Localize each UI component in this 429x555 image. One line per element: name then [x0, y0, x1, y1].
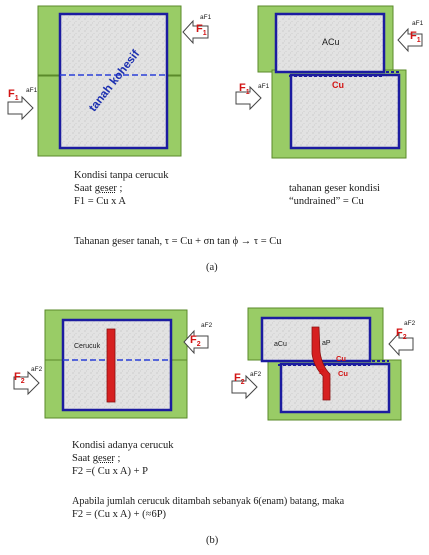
fig-b-left-arrow-left — [13, 370, 40, 396]
fig-b-caption-line1: Kondisi adanya cerucuk — [72, 440, 174, 451]
fig-b-label: (b) — [206, 535, 219, 546]
fig-a-right-acu: ACu — [322, 37, 340, 47]
fig-a-label: (a) — [206, 262, 218, 273]
fig-b-right-ap: aP — [322, 340, 331, 347]
fig-b-left-box — [44, 309, 188, 419]
fig-b-right-box — [247, 307, 402, 421]
fig-b-right-arrow-right — [388, 331, 414, 357]
fig-a-right-arrow-top — [397, 27, 423, 53]
fig-a-formula: F1 = Cu x A — [74, 196, 127, 207]
fig-b-left-right-force: F2 — [190, 334, 201, 349]
fig-b-formula: F2 =( Cu x A) + P — [72, 466, 149, 477]
fig-b-formula2: F2 = (Cu x A) + (≈6P) — [72, 509, 167, 520]
fig-a-left-top-note: aF1 — [200, 14, 212, 21]
fig-a-caption-line2: Saat geser ; — [74, 183, 123, 194]
fig-b-right-right-note: aF2 — [404, 320, 416, 327]
fig-b-caption-line2: Saat geser ; — [72, 453, 121, 464]
fig-a-right-cu: Cu — [332, 80, 344, 90]
fig-b-left-left-note: aF2 — [31, 366, 43, 373]
fig-b-left-right-note: aF2 — [201, 322, 213, 329]
fig-b-right-left-note: aF2 — [250, 371, 262, 378]
fig-a-left-arrow-top — [182, 19, 209, 45]
fig-b-right-left-force: F2 — [234, 372, 245, 387]
fig-a-shear-formula: Tahanan geser tanah, τ = Cu + σn tan ϕ →… — [74, 236, 282, 247]
fig-b-right-arrow-left — [231, 374, 258, 400]
fig-b-right-p: P — [319, 367, 325, 376]
fig-b-right-right-force: F2 — [396, 327, 407, 342]
fig-b-left-left-force: F2 — [14, 371, 25, 386]
fig-a-right-text1: tahanan geser kondisi — [289, 183, 380, 194]
fig-a-right-arrow-left — [235, 85, 262, 111]
fig-a-right-text2: “undrained” = Cu — [289, 196, 364, 207]
fig-a-right-left-force: F1 — [239, 82, 250, 97]
fig-a-right-box — [257, 5, 407, 159]
fig-b-right-cu2: Cu — [338, 369, 348, 378]
fig-a-left-box — [37, 5, 182, 157]
fig-a-left-top-force: F1 — [196, 23, 207, 38]
fig-a-left-left-force: F1 — [8, 88, 19, 103]
fig-b-right-cu1: Cu — [336, 354, 346, 363]
fig-b-note: Apabila jumlah cerucuk ditambah sebanyak… — [72, 496, 345, 507]
fig-a-right-top-force: F1 — [410, 30, 421, 45]
fig-a-left-left-note: aF1 — [26, 87, 38, 94]
fig-a-right-top-note: aF1 — [412, 20, 424, 27]
fig-a-left-arrow-left — [7, 95, 34, 121]
fig-b-right-acu: aCu — [274, 341, 287, 348]
fig-b-cerucuk-label: Cerucuk — [74, 343, 101, 350]
fig-a-right-left-note: aF1 — [258, 83, 270, 90]
fig-b-left-arrow-right — [183, 329, 209, 355]
fig-a-caption-line1: Kondisi tanpa cerucuk — [74, 170, 169, 181]
